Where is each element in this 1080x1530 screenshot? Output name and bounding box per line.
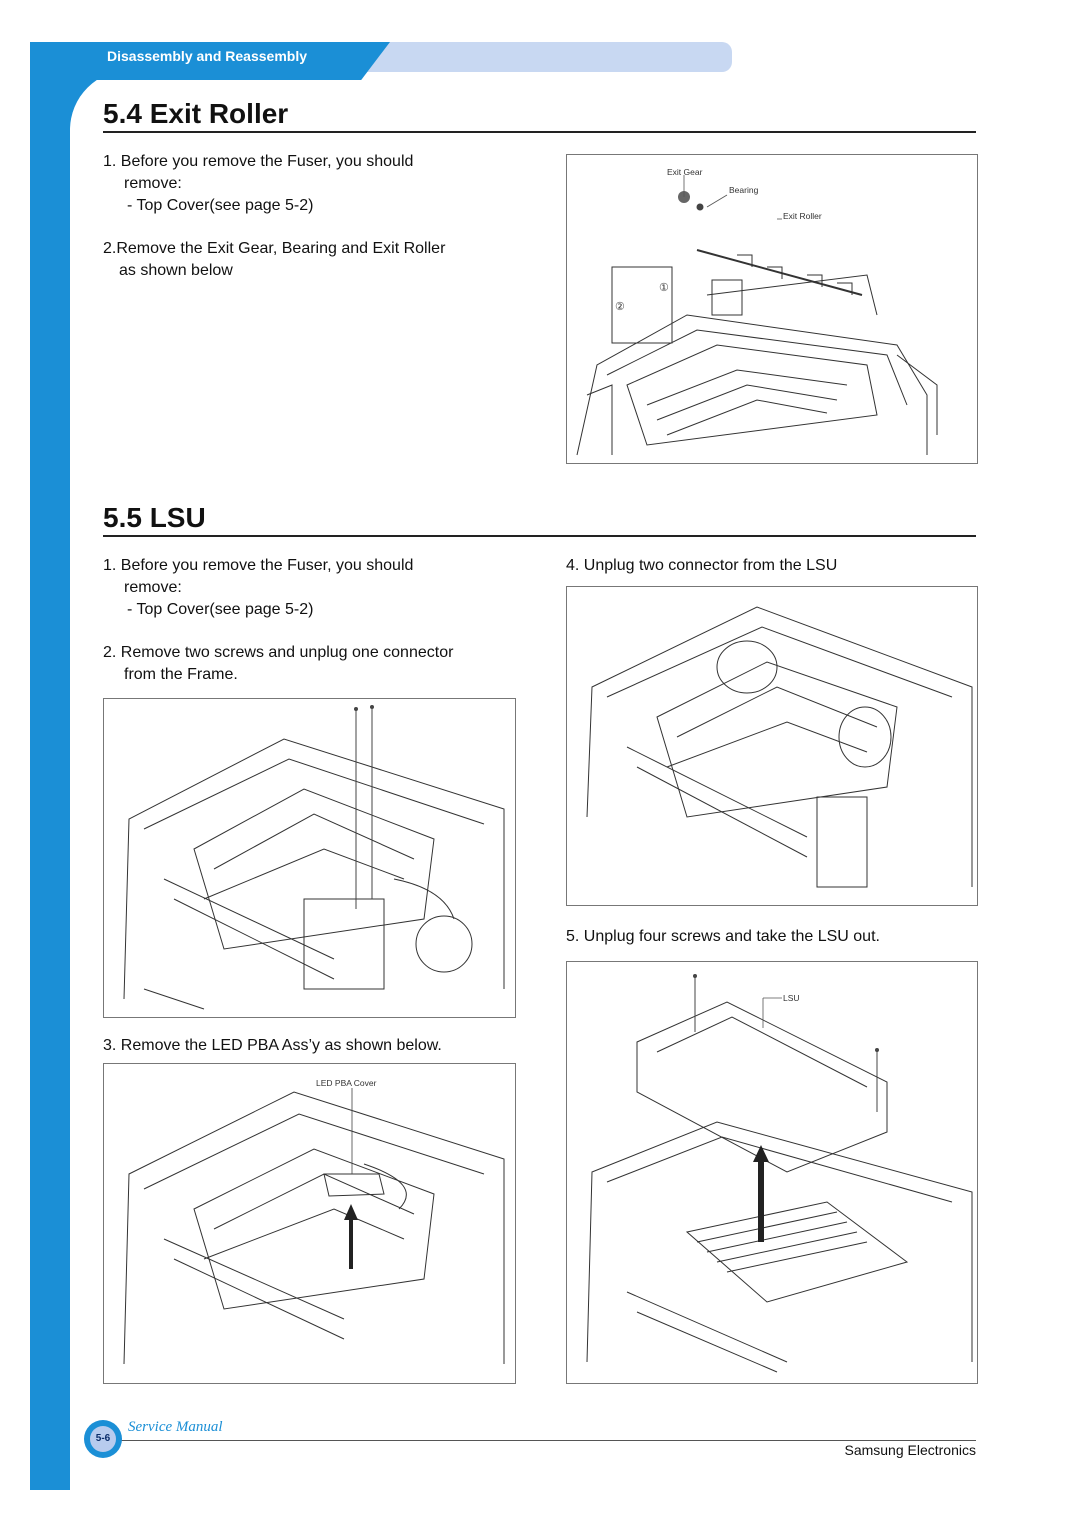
lsu-step-5-figure: LSU xyxy=(566,961,978,1384)
header-tab-light xyxy=(360,42,732,72)
lsu-connectors-diagram xyxy=(586,606,973,888)
exit-gear-label: Exit Gear xyxy=(667,167,703,177)
section-title-lsu: 5.5 LSU xyxy=(103,502,206,533)
exit-roller-step-1-cont: remove: xyxy=(124,175,182,192)
exit-roller-step-1-item: - Top Cover(see page 5-2) xyxy=(127,197,314,214)
lsu-step-4-figure xyxy=(566,586,978,906)
exit-roller-step-2: 2.Remove the Exit Gear, Bearing and Exit… xyxy=(103,240,446,257)
frame-screws-diagram xyxy=(123,705,505,1010)
lsu-step-1-cont: remove: xyxy=(124,579,182,596)
lsu-step-1-item: - Top Cover(see page 5-2) xyxy=(127,601,314,618)
exit-roller-label: Exit Roller xyxy=(783,211,822,221)
footer-rule xyxy=(118,1440,976,1441)
lsu-step-2-cont: from the Frame. xyxy=(124,666,238,683)
bearing-label: Bearing xyxy=(729,185,759,195)
exit-roller-diagram: Exit Gear Bearing Exit Roller ① ② xyxy=(576,167,938,456)
title-rule xyxy=(103,535,976,537)
exit-roller-figure: Exit Gear Bearing Exit Roller ① ② xyxy=(566,154,978,464)
lsu-step-3: 3. Remove the LED PBA Ass’y as shown bel… xyxy=(103,1037,442,1054)
lsu-step-4: 4. Unplug two connector from the LSU xyxy=(566,557,838,574)
service-manual-label: Service Manual xyxy=(128,1419,223,1435)
section-header: Disassembly and Reassembly xyxy=(107,48,307,64)
exit-roller-step-2-cont: as shown below xyxy=(119,262,233,279)
callout-1: ① xyxy=(659,282,669,294)
title-rule xyxy=(103,131,976,133)
callout-2: ② xyxy=(615,301,625,313)
lsu-step-2: 2. Remove two screws and unplug one conn… xyxy=(103,644,454,661)
lsu-step-3-figure: LED PBA Cover xyxy=(103,1063,516,1384)
lsu-step-1: 1. Before you remove the Fuser, you shou… xyxy=(103,557,414,574)
section-title-exit-roller: 5.4 Exit Roller xyxy=(103,98,289,129)
page-number: 5-6 xyxy=(90,1426,116,1452)
led-pba-cover-label: LED PBA Cover xyxy=(316,1078,377,1088)
lsu-step-5: 5. Unplug four screws and take the LSU o… xyxy=(566,928,880,945)
exit-roller-step-1: 1. Before you remove the Fuser, you shou… xyxy=(103,153,414,170)
header-tab xyxy=(30,42,390,80)
company-name: Samsung Electronics xyxy=(844,1442,976,1458)
lsu-step-2-figure xyxy=(103,698,516,1018)
lsu-removal-diagram: LSU xyxy=(586,974,973,1373)
lsu-label: LSU xyxy=(783,993,800,1003)
led-pba-diagram: LED PBA Cover xyxy=(123,1078,505,1365)
